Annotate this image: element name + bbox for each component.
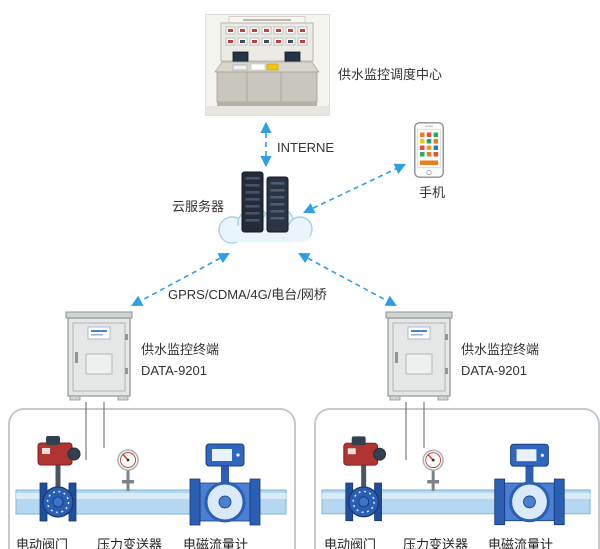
cloud-server-drawing [218, 171, 313, 244]
field-equipment-drawing [321, 436, 591, 526]
network-link-label: GPRS/CDMA/4G/电台/网桥 [168, 287, 327, 302]
valve-label-left: 电动阀门 [16, 537, 69, 549]
control-console-drawing [205, 14, 330, 116]
internet-label: INTERNE [277, 140, 335, 155]
rtu-cabinet-right-icon [385, 310, 455, 402]
control-console-image [205, 14, 330, 116]
field-equipment-right-box [314, 408, 600, 549]
rtu-cabinet-drawing [65, 311, 133, 401]
flowmeter-label-right: 电磁流量计 [488, 537, 554, 549]
pressure-gauge-icon [117, 449, 139, 491]
smartphone-icon [414, 122, 444, 178]
rtu-cabinet-left-icon [65, 310, 135, 402]
flowmeter-label-left: 电磁流量计 [183, 537, 249, 549]
rtu-cabinet-drawing [385, 311, 453, 401]
pressure-label-left: 压力变送器 [97, 537, 163, 549]
flowmeter-icon [189, 443, 261, 526]
field-equipment-drawing [15, 436, 287, 526]
electric-valve-icon [37, 436, 81, 522]
valve-label-right: 电动阀门 [324, 537, 377, 549]
pressure-gauge-icon [422, 449, 444, 491]
phone-label: 手机 [419, 185, 446, 200]
terminal-right-name: 供水监控终端 [461, 342, 540, 357]
flowmeter-icon [494, 443, 565, 526]
pressure-label-right: 压力变送器 [403, 537, 469, 549]
smartphone-drawing [414, 122, 444, 178]
terminal-right-model: DATA-9201 [461, 363, 527, 378]
terminal-right-label: 供水监控终端 DATA-9201 [461, 339, 539, 381]
cloud-server-label: 云服务器 [172, 199, 225, 214]
control-center-label: 供水监控调度中心 [338, 67, 443, 82]
electric-valve-icon [343, 436, 386, 522]
terminal-left-label: 供水监控终端 DATA-9201 [141, 339, 219, 381]
cloud-server-icon [210, 168, 322, 250]
terminal-left-name: 供水监控终端 [141, 342, 220, 357]
terminal-left-model: DATA-9201 [141, 363, 207, 378]
field-equipment-left-box [8, 408, 296, 549]
